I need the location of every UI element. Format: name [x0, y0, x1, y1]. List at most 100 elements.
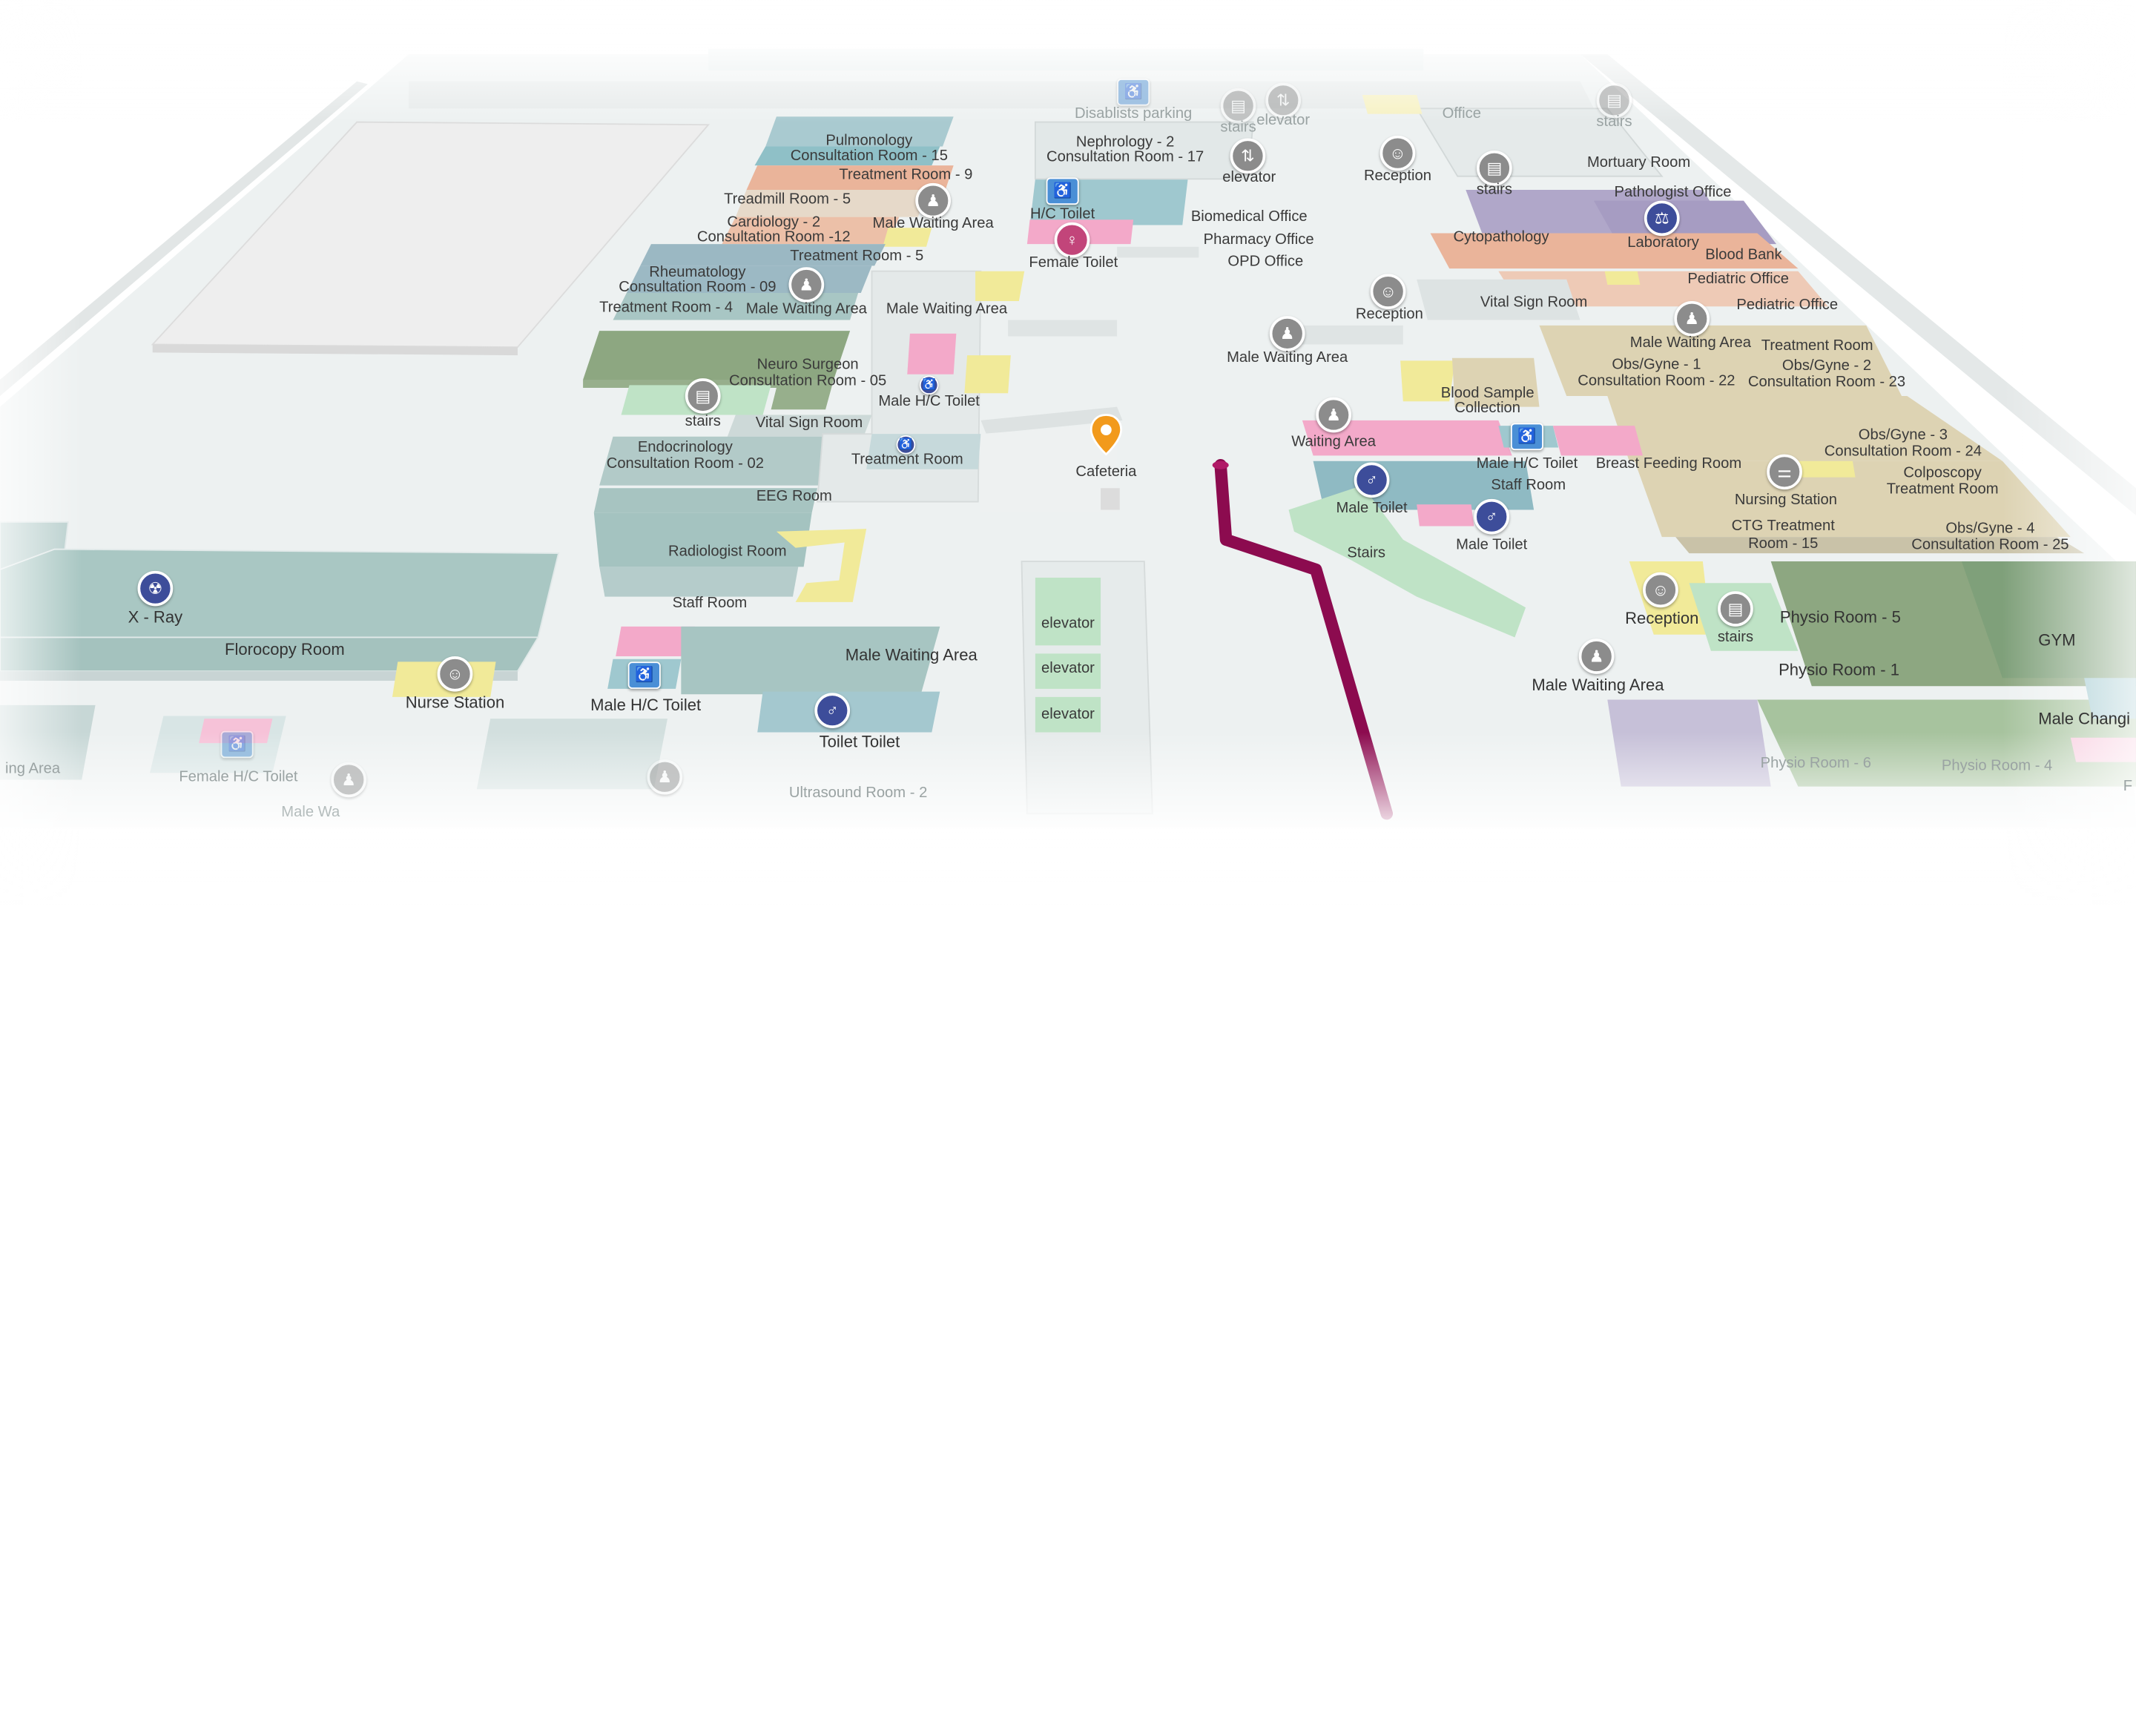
- cafeteria-location-marker[interactable]: [1089, 414, 1124, 464]
- label-physio-1[interactable]: Physio Room - 1: [1779, 660, 1900, 680]
- label-xray[interactable]: X - Ray: [128, 607, 183, 627]
- label-physio-5[interactable]: Physio Room - 5: [1779, 607, 1901, 627]
- person-seated-icon[interactable]: ♟: [788, 267, 825, 303]
- label-consultation-12[interactable]: Consultation Room -12: [696, 229, 851, 245]
- label-obs-gyne-2[interactable]: Obs/Gyne - 2: [1781, 357, 1872, 374]
- label-ctg-treatment[interactable]: CTG Treatment: [1731, 518, 1835, 535]
- label-nursing-station[interactable]: Nursing Station: [1734, 492, 1837, 509]
- receptionist-icon[interactable]: ☺: [1370, 274, 1406, 309]
- person-seated-icon[interactable]: ♟: [1674, 300, 1710, 337]
- label-reception-bottom[interactable]: Reception: [1625, 609, 1699, 628]
- label-consultation-09[interactable]: Consultation Room - 09: [619, 279, 777, 296]
- label-staff-room-left[interactable]: Staff Room: [672, 595, 748, 612]
- label-reception-top[interactable]: Reception: [1363, 168, 1431, 185]
- accessible-small-icon[interactable]: ♿: [919, 375, 939, 395]
- label-room-15[interactable]: Room - 15: [1748, 535, 1819, 552]
- wheelchair-icon[interactable]: ♿: [627, 661, 661, 689]
- label-treatment-4[interactable]: Treatment Room - 4: [599, 300, 734, 317]
- label-female-hc-toilet[interactable]: Female H/C Toilet: [179, 768, 298, 785]
- label-vital-sign-left[interactable]: Vital Sign Room: [755, 415, 863, 432]
- female-toilet-icon[interactable]: ♀: [1054, 222, 1090, 258]
- label-male-wa-partial[interactable]: Male Wa: [281, 804, 340, 821]
- label-eeg-room[interactable]: EEG Room: [756, 488, 832, 505]
- label-obs-gyne-1[interactable]: Obs/Gyne - 1: [1612, 356, 1701, 373]
- label-cardiology[interactable]: Cardiology - 2: [727, 214, 821, 231]
- label-hc-toilet-top[interactable]: H/C Toilet: [1030, 205, 1095, 222]
- label-nephrology[interactable]: Nephrology - 2: [1075, 134, 1175, 151]
- label-cafeteria[interactable]: Cafeteria: [1075, 463, 1137, 481]
- elevator-icon[interactable]: ⇅: [1265, 82, 1302, 119]
- label-male-waiting-4[interactable]: Male Waiting Area: [1227, 349, 1348, 366]
- label-treatment-9[interactable]: Treatment Room - 9: [839, 166, 973, 183]
- wheelchair-icon[interactable]: ♿: [220, 730, 254, 759]
- label-consultation-22[interactable]: Consultation Room - 22: [1578, 372, 1736, 389]
- label-physio-6[interactable]: Physio Room - 6: [1760, 755, 1871, 772]
- label-physio-4[interactable]: Physio Room - 4: [1941, 758, 2053, 775]
- label-neuro[interactable]: Neuro Surgeon: [756, 356, 859, 373]
- label-disabled-parking[interactable]: Disablists parking: [1074, 105, 1193, 122]
- person-seated-icon[interactable]: ♟: [647, 759, 683, 795]
- label-male-hc-toilet-2[interactable]: Male H/C Toilet: [1476, 455, 1578, 472]
- accessible-small-icon[interactable]: ♿: [896, 435, 916, 455]
- label-radiologist[interactable]: Radiologist Room: [668, 544, 787, 561]
- label-stairs-top-right[interactable]: stairs: [1596, 113, 1632, 131]
- label-waiting-area[interactable]: Waiting Area: [1291, 434, 1377, 451]
- label-blood-sample[interactable]: Blood Sample: [1440, 385, 1535, 402]
- label-opd-office[interactable]: OPD Office: [1227, 253, 1304, 270]
- label-elevator-mid[interactable]: elevator: [1222, 169, 1276, 186]
- wheelchair-icon[interactable]: ♿: [1117, 79, 1150, 106]
- male-toilet-icon[interactable]: ♂: [814, 693, 851, 728]
- label-treatment-5[interactable]: Treatment Room - 5: [790, 248, 924, 265]
- label-consultation-05[interactable]: Consultation Room - 05: [729, 372, 887, 389]
- label-collection[interactable]: Collection: [1454, 400, 1521, 417]
- label-male-waiting-6[interactable]: Male Waiting Area: [845, 645, 978, 665]
- label-stairs-green[interactable]: Stairs: [1347, 545, 1386, 562]
- label-consultation-23[interactable]: Consultation Room - 23: [1747, 374, 1906, 391]
- stairs-icon[interactable]: ▤: [1596, 82, 1632, 119]
- label-endocrinology[interactable]: Endocrinology: [637, 439, 733, 456]
- label-male-hc-toilet-1[interactable]: Male H/C Toilet: [878, 393, 980, 410]
- label-elevator-3[interactable]: elevator: [1041, 706, 1095, 723]
- label-pediatric-office-1[interactable]: Pediatric Office: [1687, 271, 1789, 288]
- label-toilet-toilet[interactable]: Toilet Toilet: [819, 732, 900, 752]
- label-elevator-top[interactable]: elevator: [1256, 112, 1311, 129]
- label-consultation-02[interactable]: Consultation Room - 02: [606, 455, 764, 472]
- receptionist-icon[interactable]: ☺: [1643, 572, 1678, 608]
- male-toilet-icon[interactable]: ♂: [1474, 498, 1510, 535]
- person-seated-icon[interactable]: ♟: [915, 182, 952, 219]
- label-pulmonology[interactable]: Pulmonology: [825, 133, 913, 150]
- label-male-waiting-2[interactable]: Male Waiting Area: [745, 300, 867, 317]
- label-pathologist[interactable]: Pathologist Office: [1614, 184, 1732, 201]
- label-elevator-1[interactable]: elevator: [1041, 615, 1095, 633]
- receptionist-icon[interactable]: ☺: [1380, 135, 1416, 171]
- label-female-toilet[interactable]: Female Toilet: [1029, 254, 1118, 271]
- label-colposcopy[interactable]: Colposcopy: [1903, 465, 1982, 482]
- label-stairs-right[interactable]: stairs: [1476, 182, 1512, 198]
- label-treatment-room-plain[interactable]: Treatment Room: [1761, 337, 1873, 354]
- label-treatment-room-3[interactable]: Treatment Room: [1886, 481, 1999, 498]
- label-staff-room-right[interactable]: Staff Room: [1491, 477, 1566, 494]
- label-office[interactable]: Office: [1442, 105, 1481, 122]
- label-florocopy[interactable]: Florocopy Room: [225, 640, 345, 659]
- person-seated-icon[interactable]: ♟: [331, 762, 367, 798]
- wheelchair-icon[interactable]: ♿: [1510, 423, 1543, 451]
- label-stairs-bottom[interactable]: stairs: [1717, 629, 1754, 646]
- label-partial-f[interactable]: F: [2123, 778, 2133, 795]
- label-nurse-station[interactable]: Nurse Station: [405, 693, 505, 713]
- label-rheumatology[interactable]: Rheumatology: [649, 264, 746, 281]
- label-stairs-left[interactable]: stairs: [685, 413, 721, 430]
- radiation-icon[interactable]: ☢: [137, 570, 174, 607]
- label-vital-sign-right[interactable]: Vital Sign Room: [1480, 294, 1588, 311]
- label-gym[interactable]: GYM: [2038, 630, 2076, 650]
- stairs-icon[interactable]: ▤: [1718, 591, 1753, 627]
- label-treatment-room-2[interactable]: Treatment Room: [851, 451, 963, 468]
- bed-icon[interactable]: ⚌: [1767, 454, 1802, 490]
- elevator-icon[interactable]: ⇅: [1230, 138, 1266, 174]
- label-consultation-24[interactable]: Consultation Room - 24: [1824, 443, 1982, 460]
- label-obs-gyne-3[interactable]: Obs/Gyne - 3: [1858, 427, 1948, 443]
- wheelchair-icon[interactable]: ♿: [1046, 177, 1079, 205]
- label-mortuary[interactable]: Mortuary Room: [1586, 154, 1691, 171]
- label-male-waiting-3[interactable]: Male Waiting Area: [886, 300, 1008, 317]
- person-seated-icon[interactable]: ♟: [1316, 397, 1352, 433]
